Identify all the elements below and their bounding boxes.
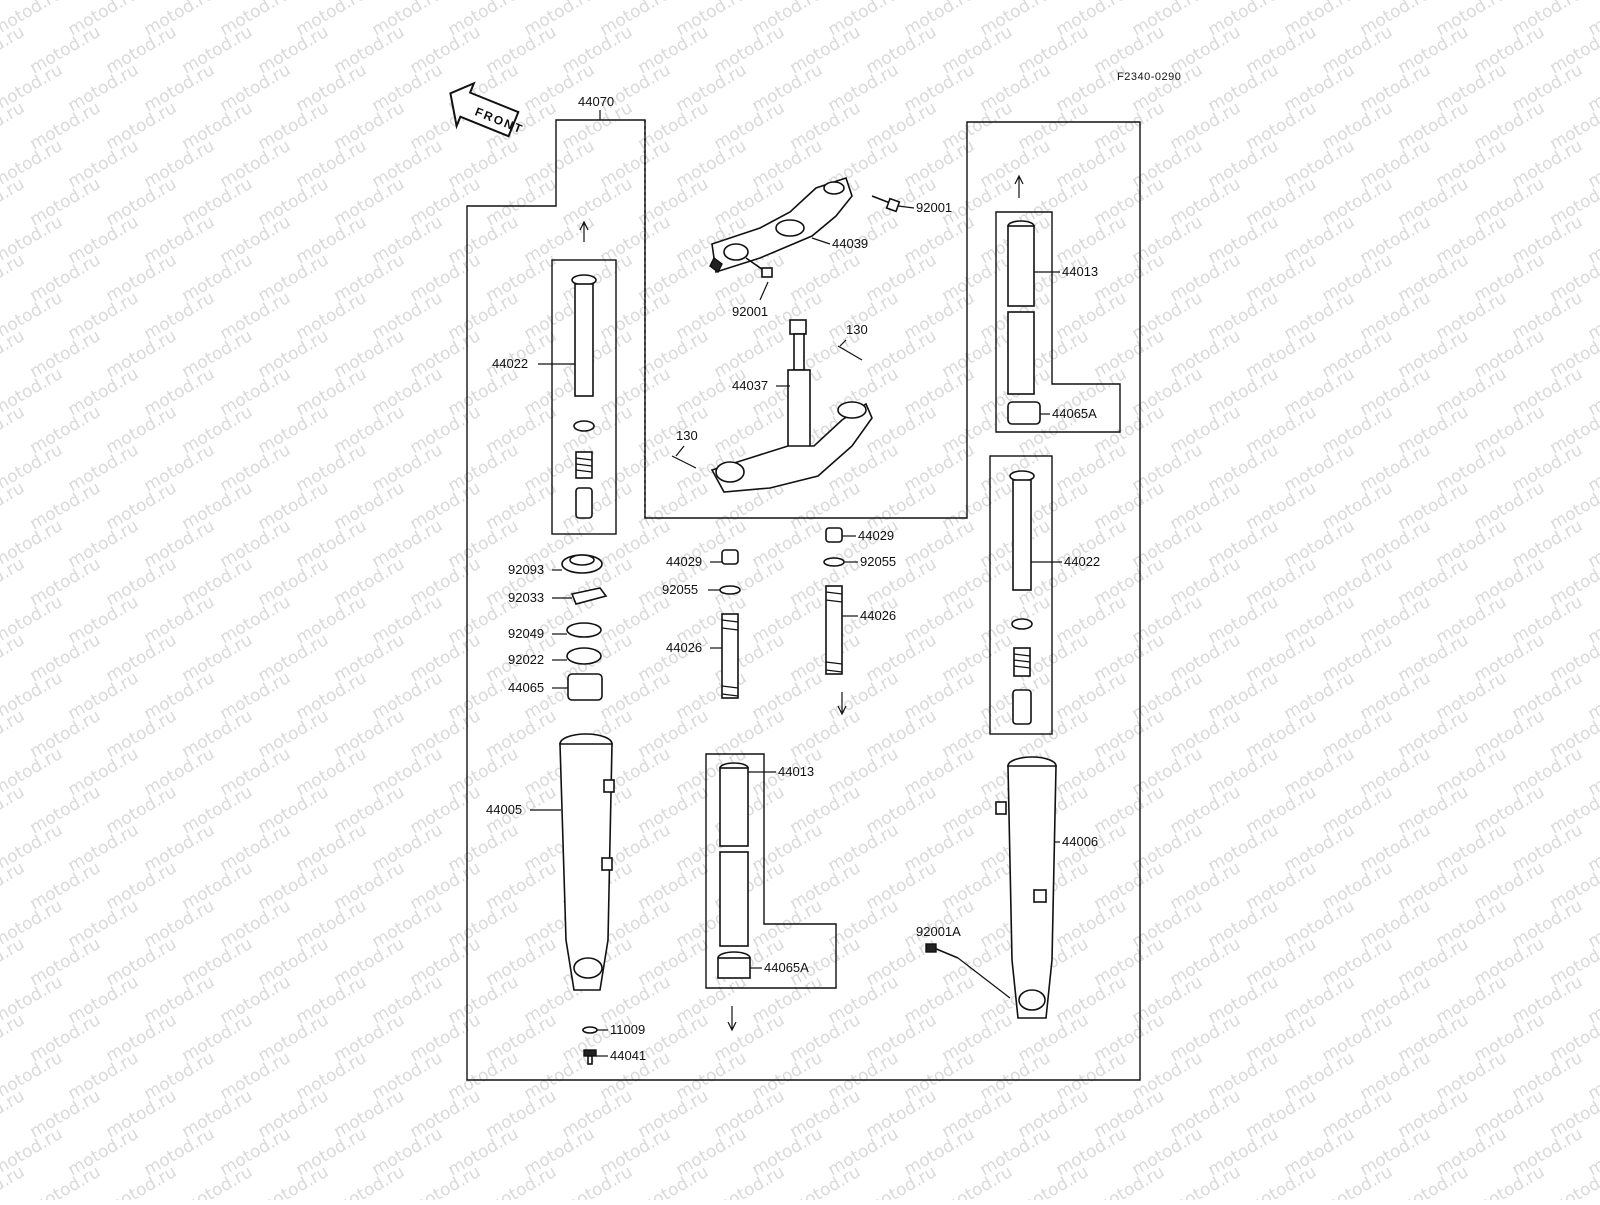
callout-44037: 44037 xyxy=(732,378,768,393)
diagram-code: F2340-0290 xyxy=(1117,71,1181,83)
watermark-text: motod.ru xyxy=(0,174,28,230)
watermark-text: motod.ru xyxy=(103,1162,181,1200)
watermark-text: motod.ru xyxy=(0,630,28,686)
callout-44070: 44070 xyxy=(578,94,614,109)
leader-44039 xyxy=(812,238,830,244)
callout-11009: 11009 xyxy=(610,1022,645,1037)
rod-left-44026 xyxy=(720,550,740,698)
callout-92001a: 92001A xyxy=(916,924,961,939)
arrow-down-bottom xyxy=(728,1006,736,1030)
watermark-text: motod.ru xyxy=(179,1162,257,1200)
watermark-text: motod.ru xyxy=(939,1162,1017,1200)
leader-130b xyxy=(676,446,684,456)
watermark-text: motod.ru xyxy=(483,1162,561,1200)
callout-44013c: 44013 xyxy=(778,764,814,779)
watermark-text: motod.ru xyxy=(0,402,28,458)
watermark-text: motod.ru xyxy=(0,22,28,78)
watermark-text: motod.ru xyxy=(0,934,28,990)
watermark-text: motod.ru xyxy=(0,98,28,154)
callout-44026r: 44026 xyxy=(860,608,896,623)
callout-92001a: 92001 xyxy=(916,200,952,215)
watermark-text: motod.ru xyxy=(27,1162,105,1200)
leader-92001b xyxy=(760,282,768,300)
callout-130a: 130 xyxy=(846,322,868,337)
watermark-text: motod.ru xyxy=(255,1162,333,1200)
callout-44041: 44041 xyxy=(610,1048,646,1063)
callout-92022: 92022 xyxy=(508,652,544,667)
watermark-text: motod.ru xyxy=(1243,1162,1321,1200)
bolt-130-left xyxy=(672,456,696,468)
watermark-text: motod.ru xyxy=(1471,1162,1549,1200)
watermark-text: motod.ru xyxy=(863,1162,941,1200)
watermark-text: motod.ru xyxy=(407,1162,485,1200)
cylinder-44022-left xyxy=(572,275,596,518)
callout-44022l: 44022 xyxy=(492,356,528,371)
callout-44065: 44065 xyxy=(508,680,544,695)
callout-92055r: 92055 xyxy=(860,554,896,569)
callout-92093: 92093 xyxy=(508,562,544,577)
watermark-text: motod.ru xyxy=(711,1162,789,1200)
callout-130b: 130 xyxy=(676,428,698,443)
watermark-text: motod.ru xyxy=(0,326,28,382)
callout-44029r: 44029 xyxy=(858,528,894,543)
watermark-text: motod.ru xyxy=(0,1086,28,1142)
callout-92001b: 92001 xyxy=(732,304,768,319)
watermark-text: motod.ru xyxy=(1091,1162,1169,1200)
watermark-text: motod.ru xyxy=(0,478,28,534)
callout-92049: 92049 xyxy=(508,626,544,641)
callout-44039: 44039 xyxy=(832,236,868,251)
callout-44013r: 44013 xyxy=(1062,264,1098,279)
callout-92055l: 92055 xyxy=(662,582,698,597)
watermark-text: motod.ru xyxy=(0,250,28,306)
watermark-text: motod.ru xyxy=(635,1162,713,1200)
callout-44005: 44005 xyxy=(486,802,522,817)
arrow-up-right xyxy=(1015,176,1023,198)
watermark-text: motod.ru xyxy=(787,1162,865,1200)
callout-44026l: 44026 xyxy=(666,640,702,655)
watermark-text: motod.ru xyxy=(1395,1162,1473,1200)
callout-44029l: 44029 xyxy=(666,554,702,569)
inner-tube-44013-center xyxy=(718,763,750,978)
watermark-text: motod.ru xyxy=(0,1010,28,1066)
callout-44022r: 44022 xyxy=(1064,554,1100,569)
watermark-text: motod.ru xyxy=(559,1162,637,1200)
outer-tube-44005 xyxy=(560,734,614,990)
watermark-text: motod.ru xyxy=(0,858,28,914)
watermark-text: motod.ru xyxy=(331,1162,409,1200)
callout-92033: 92033 xyxy=(508,590,544,605)
callout-44065ac: 44065A xyxy=(764,960,809,975)
watermark-text: motod.ru xyxy=(1167,1162,1245,1200)
watermark-text: motod.ru xyxy=(0,706,28,762)
callout-44006: 44006 xyxy=(1062,834,1098,849)
inner-tube-44013-right xyxy=(1008,221,1040,424)
washer-11009 xyxy=(583,1027,597,1033)
watermark-text: motod.ru xyxy=(1319,1162,1397,1200)
watermark-text: motod.ru xyxy=(0,554,28,610)
callout-44065ar: 44065A xyxy=(1052,406,1097,421)
watermark-text: motod.ru xyxy=(0,782,28,838)
watermark-text: motod.ru xyxy=(1015,1162,1093,1200)
